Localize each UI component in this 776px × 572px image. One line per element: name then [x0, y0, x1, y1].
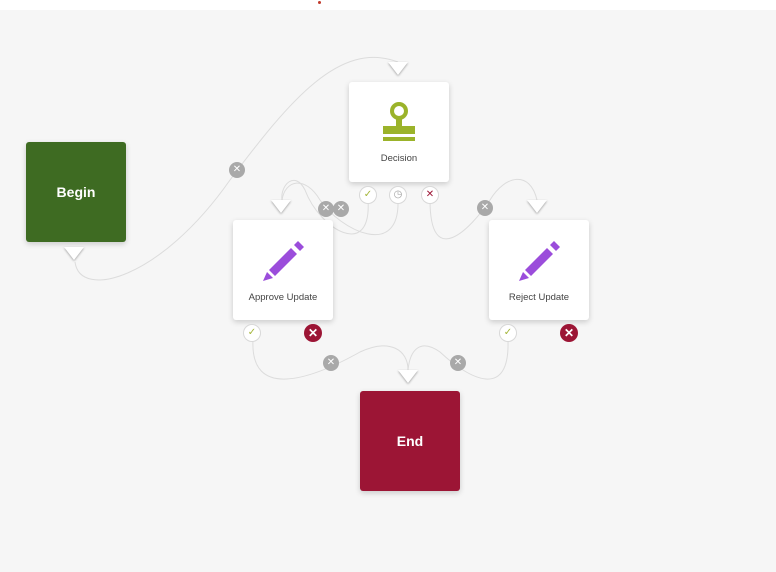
check-icon: ✓ — [247, 327, 257, 338]
decision-approve-port[interactable]: ✓ — [360, 187, 376, 203]
close-icon: ✕ — [326, 357, 336, 368]
reject-update-node[interactable]: Reject Update — [489, 220, 589, 320]
reject-update-label: Reject Update — [508, 291, 570, 303]
check-icon: ✓ — [363, 189, 373, 200]
close-icon: ✕ — [453, 357, 463, 368]
pencil-icon — [519, 240, 560, 281]
decision-input-port[interactable] — [388, 62, 408, 75]
delete-link-button[interactable]: ✕ — [323, 355, 339, 371]
begin-output-port[interactable] — [64, 247, 84, 260]
close-icon: ✕ — [336, 203, 346, 214]
delete-link-button[interactable]: ✕ — [333, 201, 349, 217]
close-icon: ✕ — [232, 164, 242, 175]
delete-link-button[interactable]: ✕ — [229, 162, 245, 178]
end-input-port[interactable] — [398, 370, 418, 383]
approve-input-port[interactable] — [271, 200, 291, 213]
begin-label: Begin — [56, 184, 96, 200]
canvas-marker — [318, 1, 321, 4]
decision-timeout-port[interactable]: ◷ — [390, 187, 406, 203]
stamp-icon — [383, 101, 415, 141]
delete-link-button[interactable]: ✕ — [318, 201, 334, 217]
reject-success-port[interactable]: ✓ — [500, 325, 516, 341]
decision-node[interactable]: Decision — [349, 82, 449, 182]
approve-update-label: Approve Update — [248, 291, 318, 303]
end-node[interactable]: End — [360, 391, 460, 491]
cross-icon: ✕ — [425, 189, 435, 200]
approve-fail-port[interactable]: ✕ — [304, 324, 322, 342]
check-icon: ✓ — [503, 327, 513, 338]
cross-icon: ✕ — [307, 326, 319, 340]
reject-fail-port[interactable]: ✕ — [560, 324, 578, 342]
decision-reject-port[interactable]: ✕ — [422, 187, 438, 203]
clock-icon: ◷ — [393, 189, 403, 200]
begin-node[interactable]: Begin — [26, 142, 126, 242]
close-icon: ✕ — [480, 202, 490, 213]
close-icon: ✕ — [321, 203, 331, 214]
delete-link-button[interactable]: ✕ — [477, 200, 493, 216]
end-label: End — [396, 433, 424, 449]
approve-update-node[interactable]: Approve Update — [233, 220, 333, 320]
decision-label: Decision — [380, 152, 418, 164]
delete-link-button[interactable]: ✕ — [450, 355, 466, 371]
approve-success-port[interactable]: ✓ — [244, 325, 260, 341]
cross-icon: ✕ — [563, 326, 575, 340]
pencil-icon — [263, 240, 304, 281]
reject-input-port[interactable] — [527, 200, 547, 213]
